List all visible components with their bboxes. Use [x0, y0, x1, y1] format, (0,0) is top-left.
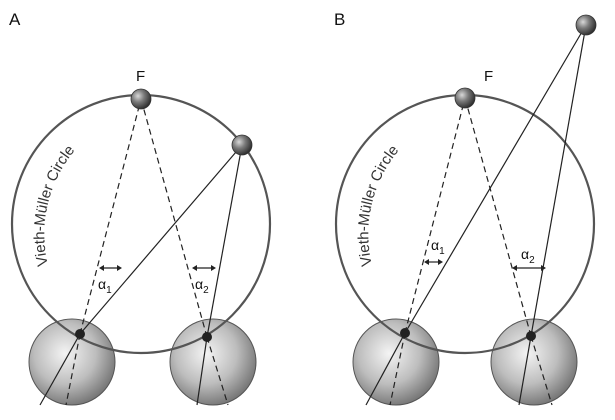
dashed-line-right-to-f-b [464, 97, 532, 337]
dashed-line-right-to-f-a [140, 98, 208, 338]
circle-label-a: Vieth-Müller Circle [31, 142, 78, 268]
solid-extension-right-b [518, 335, 532, 406]
far-point-b [575, 14, 597, 36]
solid-line-left-to-point-b [404, 24, 587, 334]
nodal-point-left-a [75, 329, 85, 339]
left-eyeball-a [28, 318, 116, 406]
angle-arrow-left-a [99, 265, 122, 271]
fixation-label-b: F [484, 68, 493, 85]
angle-label-left-b: α1 [431, 237, 445, 257]
panel-letter-a: A [9, 10, 21, 29]
dashed-line-left-to-f-b [404, 97, 466, 334]
fixation-point-f-b [454, 87, 476, 109]
nodal-point-left-b [400, 328, 410, 338]
dashed-axis-left-eye-b [389, 332, 406, 406]
dashed-line-left-to-f-a [79, 98, 142, 335]
circle-label-b: Vieth-Müller Circle [355, 142, 402, 268]
fixation-label-a: F [136, 68, 145, 85]
right-eyeball-a [169, 318, 257, 406]
solid-extension-left-a [39, 333, 81, 406]
solid-extension-left-b [365, 332, 406, 406]
dashed-axis-left-eye-a [65, 333, 81, 406]
dashed-axis-right-eye-b [530, 335, 553, 406]
angle-arrow-right-b [512, 265, 546, 271]
angle-arrow-right-a [192, 265, 216, 271]
fixation-point-f-a [130, 88, 152, 110]
angle-label-right-a: α2 [195, 276, 209, 296]
solid-extension-right-a [196, 336, 208, 406]
dashed-axis-right-eye-a [206, 336, 229, 406]
nodal-point-right-b [526, 331, 536, 341]
panel-a: A F Vieth-Müller Circle [9, 10, 272, 406]
vieth-muller-circle-b [334, 93, 596, 355]
solid-line-right-to-point-a [206, 144, 243, 338]
second-point-a [231, 134, 253, 156]
nodal-point-right-a [202, 332, 212, 342]
panel-b: B F Vieth-Müller Circle α1 [334, 10, 597, 406]
angle-arrow-left-b [424, 259, 443, 265]
solid-line-right-to-point-b [530, 24, 587, 337]
circle-label-text-a: Vieth-Müller Circle [31, 142, 78, 268]
left-eyeball-b [352, 318, 440, 406]
circle-label-text-b: Vieth-Müller Circle [355, 142, 402, 268]
vieth-muller-circle-a [10, 93, 272, 355]
angle-label-right-b: α2 [521, 246, 535, 266]
panel-letter-b: B [334, 10, 345, 29]
solid-line-left-to-point-a [79, 144, 243, 335]
angle-label-left-a: α1 [98, 276, 112, 296]
